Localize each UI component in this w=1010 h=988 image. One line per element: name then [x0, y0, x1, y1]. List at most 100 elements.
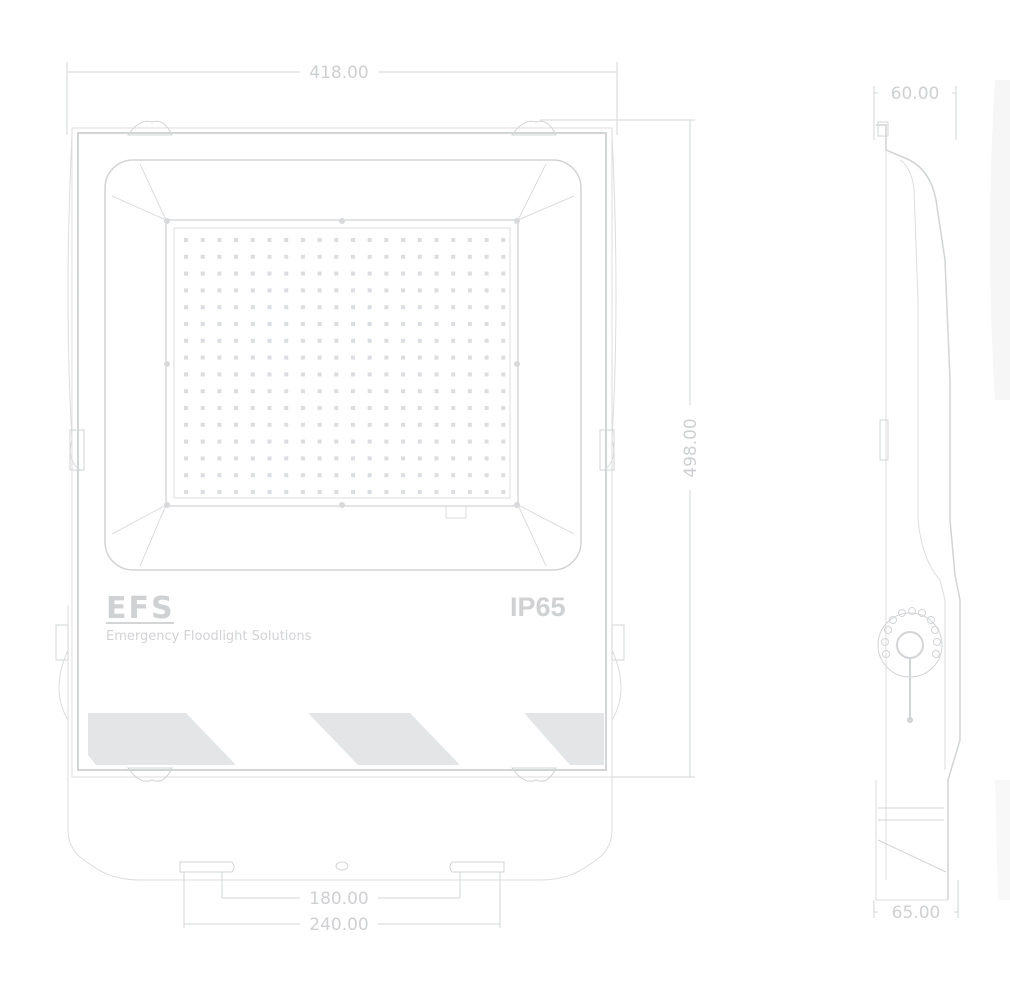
led-chip — [217, 389, 222, 394]
led-chip — [300, 254, 305, 259]
led-chip — [300, 288, 305, 293]
led-chip — [351, 254, 355, 259]
led-chip — [300, 271, 305, 276]
led-chip — [200, 254, 205, 259]
led-chip — [351, 372, 355, 377]
led-chip — [451, 406, 456, 410]
led-chip — [250, 254, 255, 259]
led-chip — [351, 355, 355, 360]
led-chip — [434, 456, 439, 461]
led-chip — [484, 305, 489, 310]
led-chip — [384, 322, 389, 326]
led-chip — [467, 288, 472, 293]
led-chip — [317, 254, 322, 259]
led-chip — [234, 406, 239, 410]
led-chip — [317, 372, 322, 377]
led-chip — [451, 473, 456, 478]
led-chip — [501, 372, 506, 377]
led-chip — [317, 271, 322, 276]
led-chip — [234, 372, 239, 377]
led-chip — [184, 288, 188, 293]
led-chip — [384, 338, 389, 343]
led-chip — [501, 338, 506, 343]
led-chip — [451, 305, 456, 310]
led-chip — [484, 322, 489, 326]
led-chip — [300, 238, 305, 242]
led-chip — [417, 288, 422, 293]
led-chip — [351, 338, 355, 343]
led-chip — [200, 389, 205, 394]
led-chip — [284, 288, 289, 293]
led-chip — [417, 322, 422, 326]
led-chip — [417, 439, 422, 444]
led-chip — [234, 355, 239, 360]
led-chip — [367, 473, 372, 478]
led-chip — [284, 338, 289, 343]
led-chip — [284, 305, 289, 310]
led-chip — [334, 254, 339, 259]
led-chip — [467, 238, 472, 242]
led-chip — [401, 322, 406, 326]
led-chip — [501, 490, 506, 494]
led-chip — [267, 305, 272, 310]
led-chip — [234, 422, 239, 427]
led-chip — [451, 271, 456, 276]
led-chip — [434, 372, 439, 377]
led-chip — [451, 238, 456, 242]
led-chip — [300, 456, 305, 461]
led-chip — [184, 422, 188, 427]
led-chip — [367, 238, 372, 242]
led-chip — [317, 305, 322, 310]
led-chip — [484, 439, 489, 444]
led-chip — [334, 422, 339, 427]
led-chip — [234, 271, 239, 276]
led-chip — [434, 338, 439, 343]
led-chip — [351, 322, 355, 326]
ip-rating: IP65 — [510, 592, 566, 622]
led-chip — [351, 389, 355, 394]
led-chip — [367, 288, 372, 293]
led-chip — [250, 372, 255, 377]
led-chip — [200, 422, 205, 427]
led-chip — [401, 439, 406, 444]
led-chip — [234, 389, 239, 394]
led-chip — [451, 372, 456, 377]
depth-top-label: 60.00 — [891, 84, 940, 104]
led-chip — [217, 322, 222, 326]
led-chip — [367, 422, 372, 427]
led-chip — [184, 456, 188, 461]
led-chip — [401, 338, 406, 343]
led-chip — [217, 473, 222, 478]
led-chip — [217, 439, 222, 444]
led-chip — [417, 473, 422, 478]
led-chip — [484, 355, 489, 360]
led-chip — [200, 473, 205, 478]
led-chip — [267, 254, 272, 259]
led-chip — [467, 372, 472, 377]
led-chip — [300, 389, 305, 394]
led-chip — [250, 490, 255, 494]
led-chip — [401, 238, 406, 242]
led-chip — [217, 288, 222, 293]
led-chip — [401, 490, 406, 494]
led-chip — [417, 271, 422, 276]
led-chip — [184, 254, 188, 259]
led-chip — [300, 473, 305, 478]
led-chip — [200, 288, 205, 293]
front-view: 418.00 498.00 — [55, 62, 701, 935]
led-chip — [484, 422, 489, 427]
led-chip — [284, 254, 289, 259]
led-chip — [367, 372, 372, 377]
led-chip — [451, 490, 456, 494]
led-chip — [284, 372, 289, 377]
led-chip — [484, 406, 489, 410]
led-chip — [501, 456, 506, 461]
led-chip — [384, 389, 389, 394]
led-chip — [184, 490, 188, 494]
led-chip — [300, 406, 305, 410]
led-chip — [484, 254, 489, 259]
led-chip — [401, 254, 406, 259]
led-chip — [200, 238, 205, 242]
led-chip — [384, 305, 389, 310]
led-chip — [334, 439, 339, 444]
